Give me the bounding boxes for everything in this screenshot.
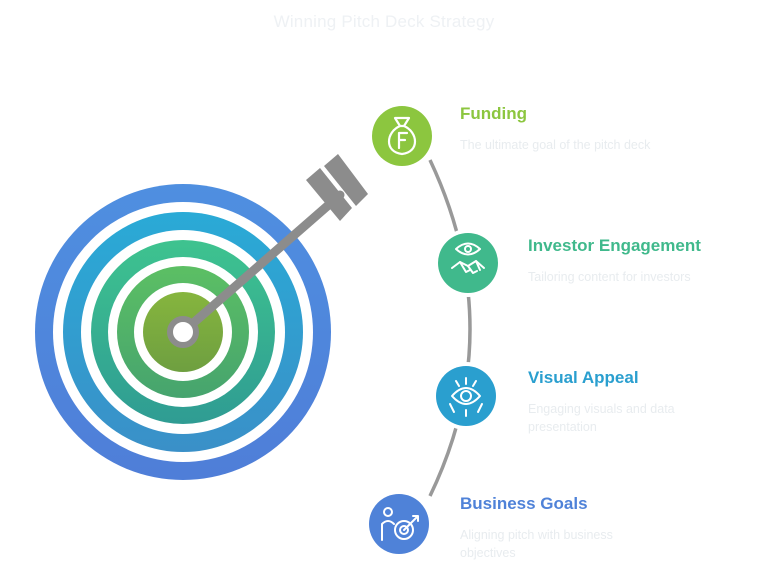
person-target-icon <box>381 507 419 541</box>
arrow-tip <box>167 316 199 348</box>
step-business-goals-title: Business Goals <box>460 494 588 513</box>
step-funding-title: Funding <box>460 104 528 123</box>
step-funding-description: The ultimate goal of the pitch deck <box>460 138 651 152</box>
step-circle-business-goals <box>365 490 433 558</box>
step-circle-visual-appeal <box>432 362 500 430</box>
step-business-goals: Business Goals Aligning pitch with busin… <box>460 494 680 562</box>
step-investor-engagement: Investor Engagement Tailoring content fo… <box>528 236 763 286</box>
step-visual-appeal-title: Visual Appeal <box>528 368 639 387</box>
arrow <box>167 154 368 348</box>
step-funding: Funding The ultimate goal of the pitch d… <box>460 104 670 154</box>
step-investor-engagement-title: Investor Engagement <box>528 236 701 255</box>
money-bag-icon <box>387 116 417 156</box>
step-visual-appeal: Visual Appeal Engaging visuals and data … <box>528 368 738 436</box>
step-circle-investor-engagement <box>434 229 502 297</box>
diagram-title: Winning Pitch Deck Strategy <box>273 12 495 31</box>
arrow-fletch-1 <box>306 168 352 221</box>
step-investor-engagement-description: Tailoring content for investors <box>528 270 691 284</box>
step-circle-funding <box>368 102 436 170</box>
step-visual-appeal-description: Engaging visuals and data presentation <box>528 402 675 434</box>
eye-focus-icon <box>449 377 483 417</box>
step-business-goals-description: Aligning pitch with business objectives <box>460 528 613 560</box>
eye-handshake-icon <box>451 242 485 274</box>
arrow-fletch-2 <box>324 154 368 206</box>
connector-arc <box>428 159 472 497</box>
